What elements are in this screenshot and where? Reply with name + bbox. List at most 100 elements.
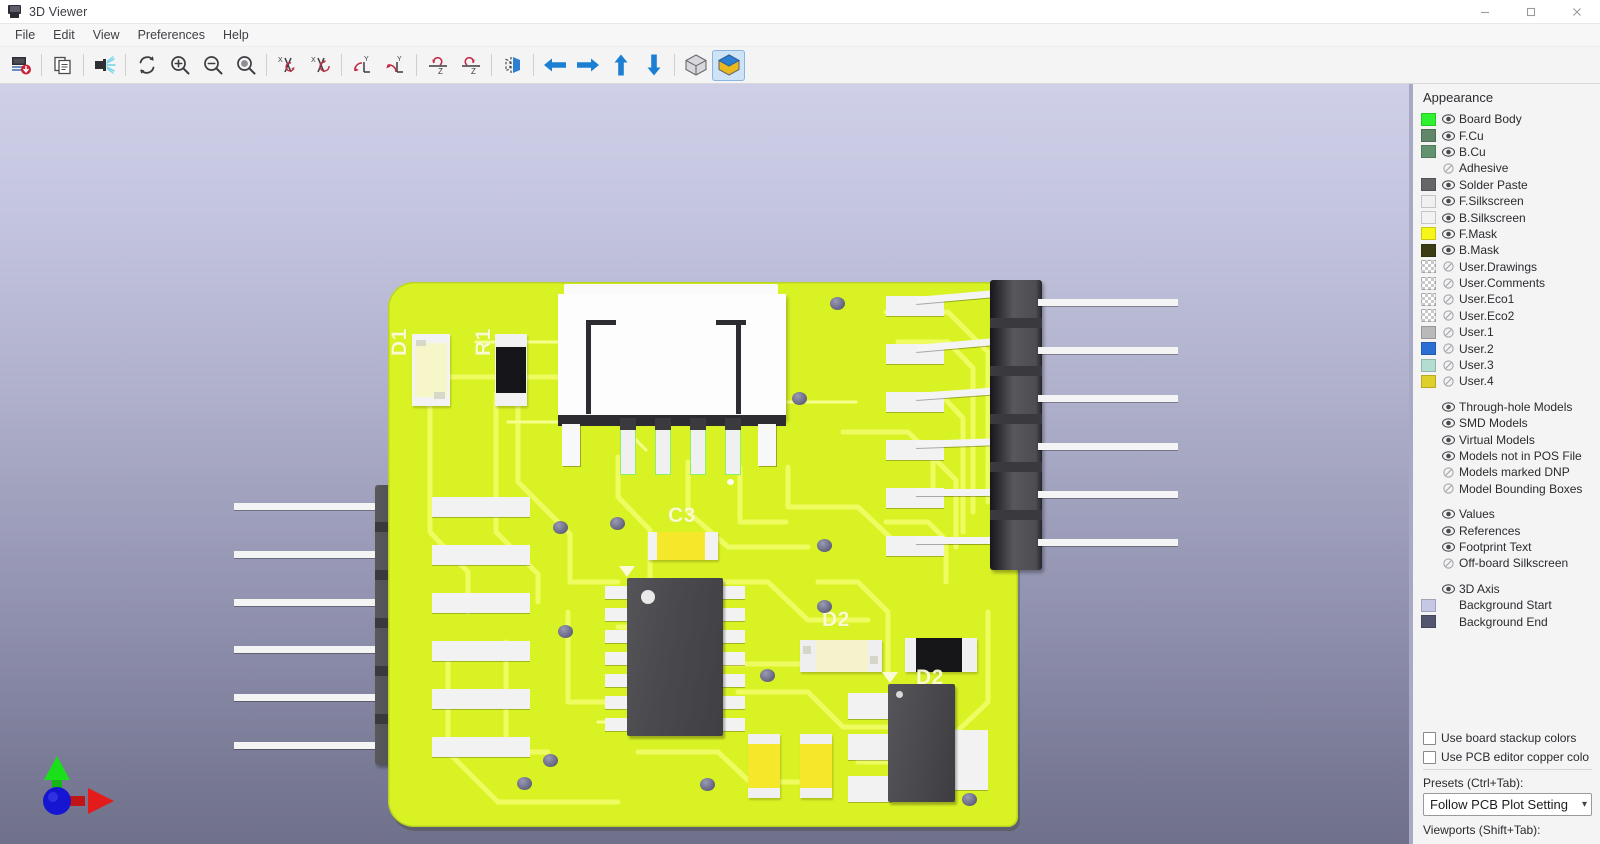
layer-row-user-eco2[interactable]: User.Eco2 [1421, 308, 1600, 324]
visibility-eye-icon[interactable] [1440, 542, 1456, 552]
no-3d-shape-button[interactable] [679, 50, 712, 81]
flip-board-button[interactable] [496, 50, 529, 81]
color-swatch[interactable] [1421, 129, 1436, 143]
color-swatch[interactable] [1421, 112, 1436, 126]
use-pcb-editor-copper-colors-row[interactable]: Use PCB editor copper colo [1423, 750, 1592, 764]
visibility-eye-icon[interactable] [1440, 418, 1456, 428]
color-swatch[interactable] [1421, 309, 1436, 323]
layer-row-background-start[interactable]: Background Start [1421, 597, 1600, 613]
rotate-y-cw-button[interactable]: Y [379, 50, 412, 81]
layer-row-smd-models[interactable]: SMD Models [1421, 415, 1600, 431]
color-swatch[interactable] [1421, 211, 1436, 225]
visibility-eye-icon[interactable] [1440, 229, 1456, 239]
layer-row-f-mask[interactable]: F.Mask [1421, 226, 1600, 242]
layer-row-user-comments[interactable]: User.Comments [1421, 275, 1600, 291]
layer-row-models-marked-dnp[interactable]: Models marked DNP [1421, 464, 1600, 480]
menu-preferences[interactable]: Preferences [137, 28, 205, 42]
color-swatch[interactable] [1421, 145, 1436, 159]
copy-image-button[interactable] [46, 50, 79, 81]
color-swatch[interactable] [1421, 325, 1436, 339]
menu-edit[interactable]: Edit [53, 28, 75, 42]
color-swatch[interactable] [1421, 194, 1436, 208]
use-board-stackup-colors-checkbox[interactable] [1423, 731, 1436, 745]
use-pcb-editor-copper-colors-checkbox[interactable] [1423, 750, 1436, 764]
layer-row-solder-paste[interactable]: Solder Paste [1421, 177, 1600, 193]
layer-row-f-cu[interactable]: F.Cu [1421, 127, 1600, 143]
visibility-eye-icon[interactable] [1440, 180, 1456, 190]
visibility-eye-icon[interactable] [1440, 434, 1456, 445]
layer-row-user-drawings[interactable]: User.Drawings [1421, 259, 1600, 275]
layer-row-3d-axis[interactable]: 3D Axis [1421, 581, 1600, 597]
visibility-eye-icon[interactable] [1440, 525, 1456, 536]
visibility-hidden-icon[interactable] [1440, 359, 1456, 371]
zoom-in-button[interactable] [163, 50, 196, 81]
menu-help[interactable]: Help [222, 28, 249, 42]
visibility-eye-icon[interactable] [1440, 147, 1456, 157]
color-swatch[interactable] [1421, 374, 1436, 388]
reload-board-button[interactable] [4, 50, 37, 81]
visibility-eye-icon[interactable] [1440, 245, 1456, 256]
layer-row-models-not-in-pos-file[interactable]: Models not in POS File [1421, 448, 1600, 464]
visibility-eye-icon[interactable] [1440, 212, 1456, 223]
rotate-z-cw-button[interactable]: Z [454, 50, 487, 81]
layer-row-model-bounding-boxes[interactable]: Model Bounding Boxes [1421, 481, 1600, 497]
visibility-eye-icon[interactable] [1440, 402, 1456, 412]
rotate-x-cw-button[interactable]: X [304, 50, 337, 81]
layer-row-values[interactable]: Values [1421, 506, 1600, 522]
visibility-eye-icon[interactable] [1440, 130, 1456, 141]
rotate-y-ccw-button[interactable]: Y [346, 50, 379, 81]
rotate-z-ccw-button[interactable]: Z [421, 50, 454, 81]
layer-row-through-hole-models[interactable]: Through-hole Models [1421, 399, 1600, 415]
color-swatch[interactable] [1421, 260, 1436, 274]
visibility-hidden-icon[interactable] [1440, 467, 1456, 478]
color-swatch[interactable] [1421, 243, 1436, 257]
visibility-eye-icon[interactable] [1440, 583, 1456, 594]
layer-row-user-2[interactable]: User.2 [1421, 340, 1600, 356]
visibility-hidden-icon[interactable] [1440, 327, 1456, 338]
layer-row-b-cu[interactable]: B.Cu [1421, 144, 1600, 160]
visibility-eye-icon[interactable] [1440, 196, 1456, 206]
visibility-hidden-icon[interactable] [1440, 294, 1456, 305]
layer-row-footprint-text[interactable]: Footprint Text [1421, 539, 1600, 555]
visibility-eye-icon[interactable] [1440, 114, 1456, 124]
layer-row-adhesive[interactable]: Adhesive [1421, 160, 1600, 176]
color-swatch[interactable] [1421, 276, 1436, 290]
redraw-button[interactable] [130, 50, 163, 81]
3d-viewport[interactable]: D1 R1 C3 [0, 84, 1412, 844]
color-swatch[interactable] [1421, 342, 1436, 356]
layer-row-virtual-models[interactable]: Virtual Models [1421, 431, 1600, 447]
rotate-x-ccw-button[interactable]: X [271, 50, 304, 81]
color-swatch[interactable] [1421, 358, 1436, 372]
visibility-hidden-icon[interactable] [1440, 343, 1456, 354]
color-swatch[interactable] [1421, 227, 1436, 241]
panel-resize-handle[interactable] [1409, 84, 1413, 844]
layer-row-user-3[interactable]: User.3 [1421, 357, 1600, 373]
presets-dropdown[interactable]: Follow PCB Plot Setting ▾ [1423, 793, 1592, 816]
maximize-button[interactable] [1508, 0, 1554, 24]
layer-row-user-1[interactable]: User.1 [1421, 324, 1600, 340]
close-button[interactable] [1554, 0, 1600, 24]
move-left-button[interactable] [538, 50, 571, 81]
visibility-hidden-icon[interactable] [1440, 277, 1456, 289]
menu-file[interactable]: File [15, 28, 36, 42]
use-board-stackup-colors-row[interactable]: Use board stackup colors [1423, 731, 1592, 745]
color-swatch[interactable] [1421, 292, 1436, 306]
visibility-hidden-icon[interactable] [1440, 558, 1456, 569]
layer-row-background-end[interactable]: Background End [1421, 613, 1600, 629]
zoom-out-button[interactable] [196, 50, 229, 81]
color-swatch[interactable] [1421, 178, 1436, 192]
move-down-button[interactable] [637, 50, 670, 81]
render-raytracing-button[interactable] [88, 50, 121, 81]
layer-row-b-mask[interactable]: B.Mask [1421, 242, 1600, 258]
move-right-button[interactable] [571, 50, 604, 81]
layer-row-board-body[interactable]: Board Body [1421, 111, 1600, 127]
menu-view[interactable]: View [92, 28, 120, 42]
visibility-hidden-icon[interactable] [1440, 163, 1456, 174]
layer-row-references[interactable]: References [1421, 522, 1600, 538]
move-up-button[interactable] [604, 50, 637, 81]
visibility-hidden-icon[interactable] [1440, 376, 1456, 387]
visibility-hidden-icon[interactable] [1440, 483, 1456, 494]
visibility-hidden-icon[interactable] [1440, 261, 1456, 272]
color-swatch[interactable] [1421, 598, 1436, 612]
layer-row-b-silkscreen[interactable]: B.Silkscreen [1421, 209, 1600, 225]
